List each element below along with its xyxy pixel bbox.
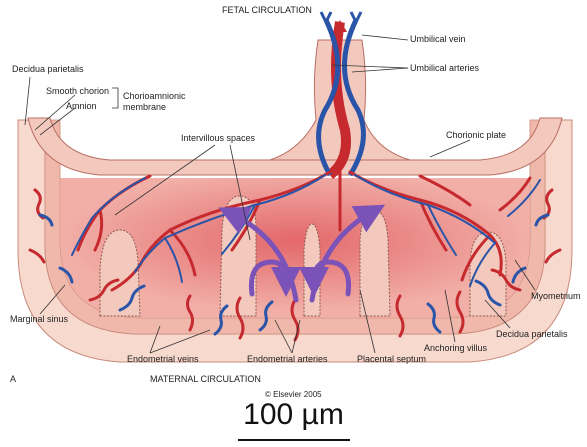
maternal-circulation-label: MATERNAL CIRCULATION bbox=[150, 374, 261, 384]
umbilical-arteries-label: Umbilical arteries bbox=[410, 63, 480, 73]
membrane-label: membrane bbox=[123, 102, 166, 112]
smooth-chorion-label: Smooth chorion bbox=[46, 86, 109, 96]
decidua-parietalis-bottom-label: Decidua parietalis bbox=[496, 329, 568, 339]
chorioamnionic-label: Chorioamnionic bbox=[123, 91, 186, 101]
anchoring-villus-label: Anchoring villus bbox=[424, 343, 488, 353]
marginal-sinus-label: Marginal sinus bbox=[10, 314, 69, 324]
myometrium-label: Myometrium bbox=[531, 291, 581, 301]
figure-letter: A bbox=[10, 374, 16, 384]
intervillous-spaces-label: Intervillous spaces bbox=[181, 133, 256, 143]
scale-bar-line bbox=[238, 439, 350, 441]
endometrial-arteries-label: Endometrial arteries bbox=[247, 354, 328, 364]
placental-septum-label: Placental septum bbox=[357, 354, 426, 364]
chorionic-plate-label: Chorionic plate bbox=[446, 130, 506, 140]
umbilical-vein-label: Umbilical vein bbox=[410, 34, 466, 44]
endometrial-veins-label: Endometrial veins bbox=[127, 354, 199, 364]
decidua-parietalis-top-label: Decidua parietalis bbox=[12, 64, 84, 74]
scale-bar-label: 100 µm bbox=[0, 398, 587, 432]
amnion-label: Amnion bbox=[66, 101, 97, 111]
fetal-circulation-title: FETAL CIRCULATION bbox=[222, 5, 312, 15]
